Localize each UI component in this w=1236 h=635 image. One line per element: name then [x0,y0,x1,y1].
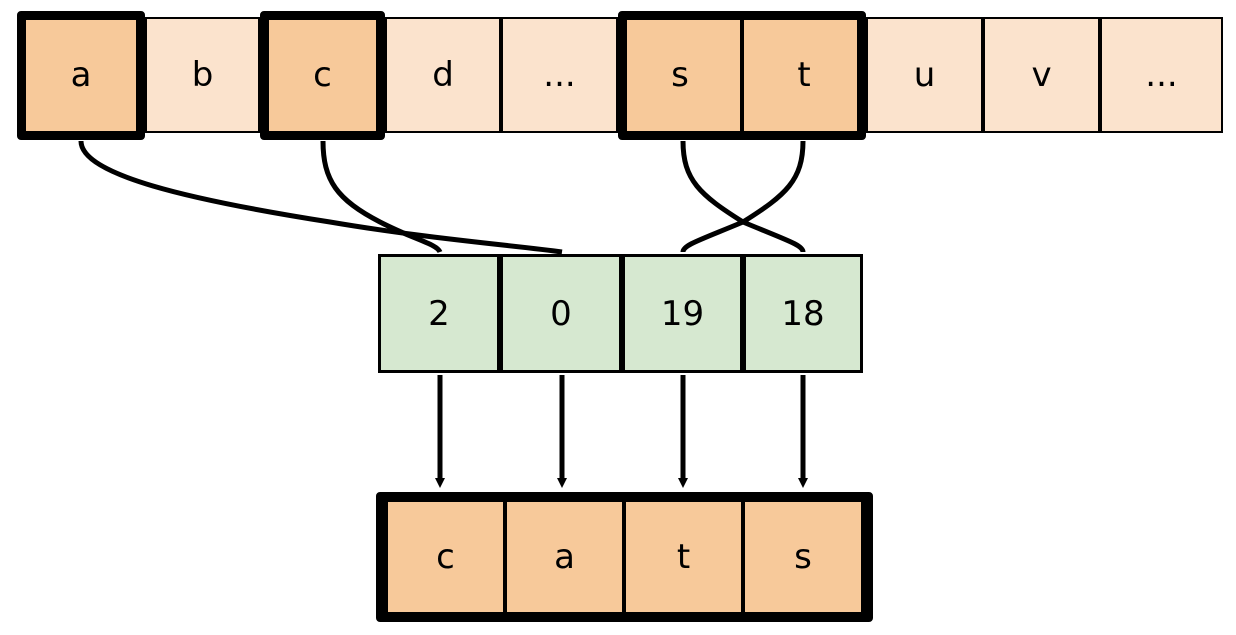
index-cell-value: 0 [550,293,572,334]
alphabet-cell-d[interactable]: d [385,17,501,133]
output-cell-label: c [436,537,455,577]
index-cell-0[interactable]: 2 [378,254,500,373]
alphabet-cell-label: ... [543,55,576,95]
alphabet-cell-ellipsis-1[interactable]: ... [501,17,618,133]
index-cell-1[interactable]: 0 [500,254,622,373]
alphabet-cell-ellipsis-2[interactable]: ... [1100,17,1223,133]
curve-c-to-index-2 [320,140,443,254]
alphabet-cell-b[interactable]: b [145,17,260,133]
index-cell-2[interactable]: 19 [622,254,743,373]
alphabet-cell-v[interactable]: v [983,17,1100,133]
alphabet-cell-label: u [913,55,936,95]
index-cell-value: 19 [660,293,705,334]
output-cell-c[interactable]: c [386,500,505,614]
alphabet-cell-t[interactable]: t [742,17,866,133]
alphabet-cell-a[interactable]: a [17,17,145,133]
alphabet-cell-c[interactable]: c [260,17,385,133]
index-cell-3[interactable]: 18 [743,254,863,373]
alphabet-cell-u[interactable]: u [866,17,983,133]
curve-t-to-index-19 [680,140,806,253]
alphabet-cell-label: v [1031,55,1052,95]
index-cell-value: 18 [781,293,825,334]
index-cell-value: 2 [428,293,450,334]
alphabet-cell-label: t [797,55,811,95]
curve-s-to-index-18 [680,140,806,253]
output-cell-a[interactable]: a [505,500,624,614]
output-cell-t[interactable]: t [624,500,743,614]
alphabet-cell-label: c [313,55,332,95]
alphabet-cell-label: b [191,55,214,95]
curve-a-to-index-0 [78,140,563,255]
alphabet-cell-label: ... [1145,55,1178,95]
output-cell-label: a [554,537,575,577]
output-cell-s[interactable]: s [743,500,863,614]
output-cell-label: s [794,537,812,577]
alphabet-cell-label: d [432,55,454,95]
alphabet-cell-label: a [70,55,92,95]
output-cell-label: t [676,537,691,577]
alphabet-cell-label: s [671,55,689,95]
alphabet-cell-s[interactable]: s [618,17,742,133]
